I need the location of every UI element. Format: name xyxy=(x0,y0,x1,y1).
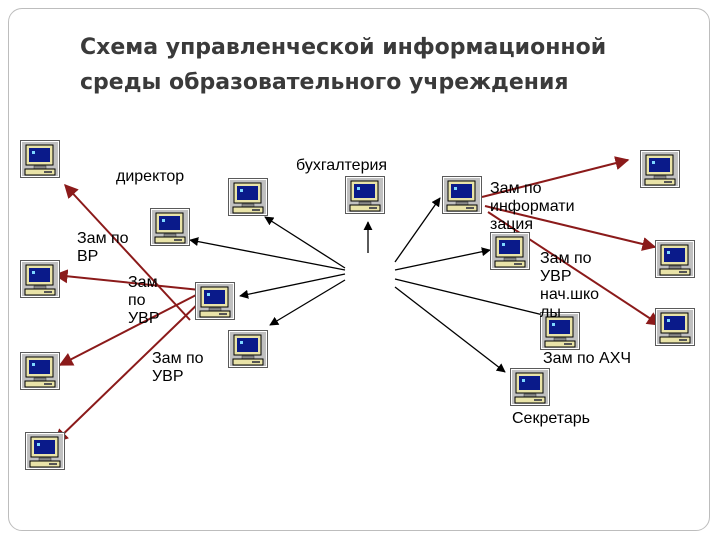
red-link-director xyxy=(64,183,191,321)
link-to-deputy-uvr-2 xyxy=(269,279,346,326)
red-link-right-2 xyxy=(484,205,657,251)
computer-icon xyxy=(510,368,550,406)
computer-icon xyxy=(195,282,235,320)
computer-icon xyxy=(20,140,60,178)
computer-icon xyxy=(20,352,60,390)
link-to-deputy-vr xyxy=(189,237,346,271)
link-to-deputy-uvr-1 xyxy=(239,273,346,299)
red-link-left-2 xyxy=(58,292,201,366)
computer-icon xyxy=(655,308,695,346)
link-to-secretary xyxy=(394,286,506,373)
title-line-2: среды образовательного учреждения xyxy=(80,70,569,95)
slide-frame xyxy=(8,8,710,531)
label-director: директор xyxy=(116,168,185,185)
label-deputy-ahch: Зам по АХЧ xyxy=(543,350,632,367)
computer-icon xyxy=(442,176,482,214)
computer-icon xyxy=(655,240,695,278)
label-accounting: бухгалтерия xyxy=(296,157,388,174)
title-line-1: Схема управленческой информационной xyxy=(80,35,607,60)
red-link-left-3 xyxy=(53,296,206,443)
computer-icon xyxy=(345,176,385,214)
computer-icon xyxy=(228,330,268,368)
link-to-deputy-uvr-primary xyxy=(394,247,491,271)
link-to-director xyxy=(264,216,346,269)
page-title: Схема управленческой информационной сред… xyxy=(80,30,680,100)
computer-icon xyxy=(150,208,190,246)
red-link-right-3 xyxy=(487,211,662,326)
link-to-deputy-info xyxy=(394,197,441,263)
red-link-left-1 xyxy=(53,269,201,291)
label-secretary: Секретарь xyxy=(512,410,590,427)
computer-icon xyxy=(228,178,268,216)
computer-icon xyxy=(25,432,65,470)
red-link-right-1 xyxy=(481,156,630,198)
computer-icon xyxy=(640,150,680,188)
computer-icon xyxy=(490,232,530,270)
computer-icon xyxy=(20,260,60,298)
